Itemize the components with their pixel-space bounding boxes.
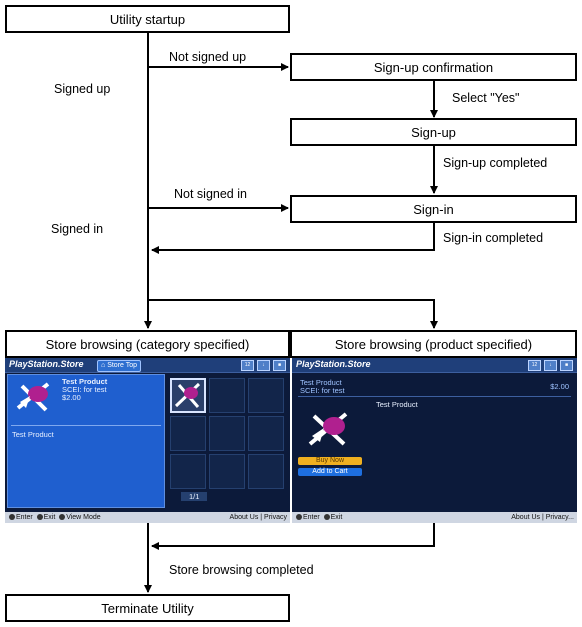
product-price: $2.00: [62, 393, 81, 402]
panel-product-label: Test Product: [12, 430, 54, 439]
label-signin-completed: Sign-in completed: [443, 231, 544, 245]
node-store-product-label: Store browsing (product specified): [334, 336, 533, 352]
node-utility-startup: Utility startup: [5, 5, 290, 33]
header-icons: 12 ↓ ■: [241, 360, 286, 371]
age-rating-icon: 12: [528, 360, 541, 371]
label-signed-in: Signed in: [51, 222, 104, 236]
enter-button-icon: [9, 514, 15, 521]
grid-cell[interactable]: [248, 378, 284, 413]
header-icons: 12 ↓ ■: [528, 360, 573, 371]
playstation-store-logo: PlayStation.Store: [296, 359, 371, 369]
edge-to-product-store: [148, 299, 438, 329]
exit-button-icon: [36, 514, 43, 521]
panel-divider: [11, 425, 161, 426]
download-icon: ↓: [257, 360, 270, 371]
node-store-category: Store browsing (category specified): [5, 330, 290, 358]
footer-exit: Exit: [330, 514, 343, 521]
product-name: Test Product: [62, 377, 108, 386]
label-not-signed-in: Not signed in: [174, 187, 247, 201]
product-detail-panel: Test Product SCEI: for test $2.00 Test P…: [7, 374, 165, 508]
store-header: PlayStation.Store ⌂ Store Top 12 ↓ ■: [5, 358, 290, 373]
footer-about-privacy[interactable]: About Us | Privacy...: [511, 514, 574, 521]
grid-cell[interactable]: [209, 378, 245, 413]
screenshot-store-product: PlayStation.Store 12 ↓ ■ Test Product SC…: [292, 358, 577, 523]
store-header: PlayStation.Store 12 ↓ ■: [292, 358, 577, 373]
add-to-cart-button[interactable]: Add to Cart: [298, 468, 362, 476]
store-top-label: Store Top: [107, 362, 138, 369]
buy-now-label: Buy Now: [315, 457, 344, 464]
add-to-cart-label: Add to Cart: [312, 468, 348, 475]
node-signin: Sign-in: [290, 195, 577, 223]
footer-enter: Enter: [16, 514, 33, 521]
label-store-browsing-completed: Store browsing completed: [169, 563, 314, 577]
footer-left: Enter Exit: [296, 512, 342, 523]
edge-store-browsing-completed: [151, 522, 435, 550]
grid-cell[interactable]: [170, 454, 206, 489]
footer-about-privacy[interactable]: About Us | Privacy: [229, 514, 287, 521]
label-select-yes: Select "Yes": [452, 91, 520, 105]
download-icon: ↓: [544, 360, 557, 371]
product-price: $2.00: [550, 382, 569, 391]
node-signin-label: Sign-in: [413, 201, 454, 217]
cart-icon: ■: [560, 360, 573, 371]
node-signup-confirmation: Sign-up confirmation: [290, 53, 577, 81]
product-vendor: SCEI: for test: [300, 386, 345, 395]
product-vendor: SCEI: for test: [62, 385, 107, 394]
grid-cell[interactable]: [248, 416, 284, 451]
grid-cell[interactable]: [248, 454, 284, 489]
grid-cell[interactable]: [209, 454, 245, 489]
edge-signin-completed: [151, 222, 435, 254]
view-mode-button-icon: [59, 514, 66, 521]
detail-divider: [298, 396, 571, 397]
footer-view-mode: View Mode: [66, 514, 101, 521]
node-store-category-label: Store browsing (category specified): [45, 336, 250, 352]
enter-button-icon: [296, 514, 302, 521]
node-terminate: Terminate Utility: [5, 594, 290, 622]
grid-cell[interactable]: [209, 416, 245, 451]
label-signed-up: Signed up: [54, 82, 111, 96]
footer-exit: Exit: [43, 514, 56, 521]
grid-cell-selected[interactable]: [170, 378, 206, 413]
node-signup-confirmation-label: Sign-up confirmation: [373, 59, 494, 75]
age-rating-icon: 12: [241, 360, 254, 371]
node-signup-label: Sign-up: [411, 124, 456, 140]
product-thumbnail-icon: [308, 412, 348, 446]
detail-title: Test Product: [376, 400, 418, 409]
label-signup-completed: Sign-up completed: [443, 156, 548, 170]
exit-button-icon: [323, 514, 330, 521]
page-indicator: 1/1: [181, 492, 208, 501]
store-top-button[interactable]: ⌂ Store Top: [97, 360, 142, 372]
playstation-store-logo: PlayStation.Store: [9, 359, 84, 369]
product-thumbnail-icon: [12, 378, 56, 416]
product-thumbnail-icon: [174, 382, 201, 408]
footer-enter: Enter: [303, 514, 320, 521]
store-footer: Enter Exit View Mode About Us | Privacy: [5, 512, 290, 523]
node-signup: Sign-up: [290, 118, 577, 146]
footer-left: Enter Exit View Mode: [9, 512, 101, 523]
node-store-product: Store browsing (product specified): [290, 330, 577, 358]
node-utility-startup-label: Utility startup: [109, 11, 186, 27]
buy-now-button[interactable]: Buy Now: [298, 457, 362, 465]
store-footer: Enter Exit About Us | Privacy...: [292, 512, 577, 523]
node-terminate-label: Terminate Utility: [101, 600, 194, 616]
grid-cell[interactable]: [170, 416, 206, 451]
product-name: Test Product: [300, 378, 342, 387]
screenshot-store-category: PlayStation.Store ⌂ Store Top 12 ↓ ■ Tes…: [5, 358, 290, 523]
label-not-signed-up: Not signed up: [169, 50, 247, 64]
cart-icon: ■: [273, 360, 286, 371]
